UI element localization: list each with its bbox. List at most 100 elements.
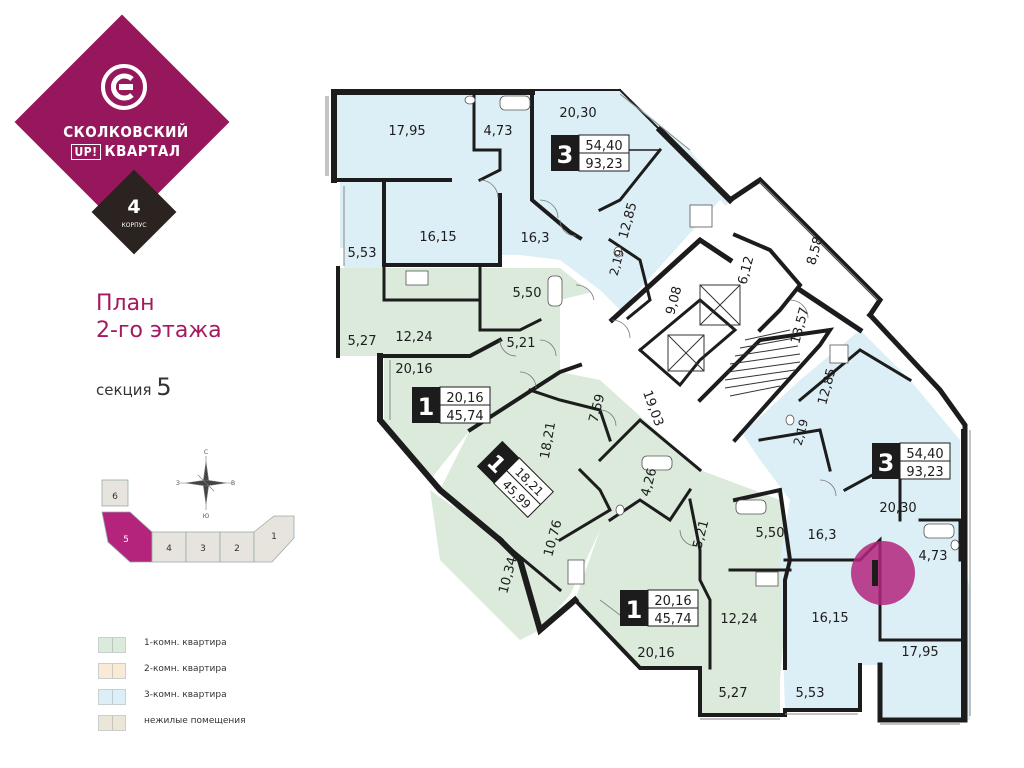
badge-living-area: 20,16: [654, 594, 691, 609]
kitchen-stove-icon: [689, 204, 713, 228]
room-labels: 17,95 4,73 20,30 16,15 16,3 12,85 2,19 8…: [348, 106, 948, 701]
brand-name-kvartal: КВАРТАЛ: [104, 142, 181, 160]
kitchen-stove-icon: [567, 559, 585, 585]
room-area: 20,16: [395, 362, 432, 377]
room-area: 5,53: [348, 246, 377, 261]
bathtub-icon: [547, 275, 563, 307]
room-area: 5,50: [756, 526, 785, 541]
bathtub-icon: [735, 499, 767, 515]
site-label-5: 5: [123, 535, 129, 545]
room-area: 20,30: [559, 106, 596, 121]
toilet-icon: [615, 504, 625, 516]
windows: [325, 93, 971, 725]
room-area: 16,3: [521, 231, 550, 246]
section-label: секция: [96, 381, 152, 399]
badge-total-area: 93,23: [906, 465, 943, 480]
walls: [331, 88, 968, 723]
site-section-6: [101, 479, 129, 507]
highlight-marker-wall: [872, 560, 878, 586]
badge-rooms: 3: [557, 141, 574, 169]
room-area: 7,59: [586, 392, 608, 424]
highlight-marker: [851, 541, 915, 605]
badge-living-area: 54,40: [906, 447, 943, 462]
legend-swatch-non-residential: [98, 715, 126, 731]
apartment-zone-3-right: [735, 330, 970, 720]
compass-east: В: [231, 480, 235, 487]
balcony-zone-bottom: [700, 668, 780, 715]
brand-name-line1: СКОЛКОВСКИЙ: [63, 123, 189, 141]
balcony-zone-mid: [430, 490, 540, 640]
toilet-icon: [613, 246, 623, 258]
kitchen-stove-icon: [405, 270, 429, 286]
legend-swatch-one-room: [98, 637, 126, 653]
balcony-zone-left: [338, 268, 384, 356]
site-label-2: 2: [234, 544, 240, 554]
apartment-badge-3-right: 3 54,40 93,23: [872, 442, 951, 480]
section-number: 5: [156, 373, 172, 401]
legend-label-one-room: 1-комн. квартира: [144, 638, 227, 648]
room-area: 17,95: [388, 124, 425, 139]
room-area: 12,24: [395, 330, 432, 345]
room-area: 5,27: [348, 334, 377, 349]
badge-total-area: 45,74: [446, 409, 483, 424]
bathtub-icon: [923, 523, 955, 539]
site-map: 6 5 4 3 2 1: [101, 479, 295, 563]
site-section-1: [253, 515, 295, 563]
room-area: 20,16: [637, 646, 674, 661]
room-area: 8,58: [804, 235, 826, 267]
legend-swatch-three-room: [98, 689, 126, 705]
room-area: 17,95: [901, 645, 938, 660]
brand-up-badge: UP!: [71, 144, 101, 160]
room-area: 9,08: [663, 285, 685, 317]
bathtub-icon: [641, 455, 673, 471]
corpus-label: КОРПУС: [121, 222, 147, 229]
toilet-icon: [785, 414, 795, 426]
section-caption: секция 5: [96, 373, 172, 401]
legend-label-three-room: 3-комн. квартира: [144, 690, 227, 700]
room-area: 4,26: [638, 466, 660, 498]
kitchen-stove-icon: [829, 344, 849, 364]
badge-rooms: 1: [626, 596, 643, 624]
plan-title-line2: 2-го этажа: [96, 318, 222, 343]
badge-living-area: 20,16: [446, 391, 483, 406]
room-area: 12,24: [720, 612, 757, 627]
site-label-6: 6: [112, 492, 118, 502]
elevator-shaft-large: [699, 284, 741, 326]
bathtub-icon: [499, 95, 531, 111]
compass-south: Ю: [203, 513, 210, 518]
balcony-zone-top: [344, 182, 384, 268]
room-area: 5,50: [513, 286, 542, 301]
brand-name-line2: UP!КВАРТАЛ: [38, 142, 214, 160]
staircase-steps: [724, 329, 801, 397]
sanitary-fixtures: [405, 95, 960, 587]
badge-living-area: 54,40: [585, 139, 622, 154]
apartment-badge-3-top: 3 54,40 93,23: [551, 134, 630, 172]
toilet-icon: [464, 95, 476, 105]
room-area: 5,21: [690, 518, 712, 550]
plan-title: План 2-го этажа: [96, 290, 222, 344]
site-section-4: [151, 531, 187, 563]
door-swings: [479, 179, 837, 547]
legend-swatch-two-room: [98, 663, 126, 679]
site-label-4: 4: [166, 544, 172, 554]
room-area: 18,21: [538, 421, 559, 460]
legend-label-two-room: 2-комн. квартира: [144, 664, 227, 674]
badge-total-area: 45,74: [654, 612, 691, 627]
room-area: 5,27: [719, 686, 748, 701]
apartment-badge-1-left: 1 20,16 45,74: [412, 386, 491, 424]
site-section-2: [219, 531, 255, 563]
corridor-zone: [560, 290, 780, 500]
room-area: 4,73: [919, 549, 948, 564]
apartment-zone-1-left: [384, 268, 600, 480]
site-label-1: 1: [271, 532, 277, 542]
compass-north: С: [204, 449, 208, 456]
badge-rooms: 3: [878, 449, 895, 477]
badge-total-area: 93,23: [585, 157, 622, 172]
compass-west: З: [176, 480, 180, 487]
room-area: 16,15: [419, 230, 456, 245]
brand-logo-icon: [101, 64, 147, 110]
compass: С Ю З В: [176, 449, 235, 518]
room-area: 20,30: [879, 501, 916, 516]
